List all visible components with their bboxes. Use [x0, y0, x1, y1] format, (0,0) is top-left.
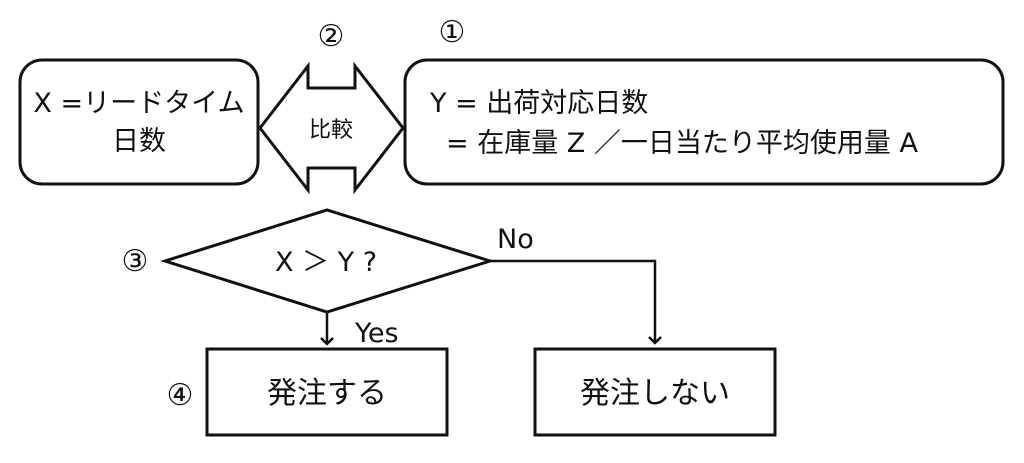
- box-no-order-label: 発注しない: [580, 376, 730, 411]
- box-x-line2: 日数: [112, 126, 166, 157]
- decision-label: X ＞ Y ?: [275, 247, 377, 278]
- box-y-line1: Y = 出荷対応日数: [429, 88, 648, 119]
- marker-2: ②: [318, 19, 345, 54]
- yes-label: Yes: [354, 318, 399, 349]
- box-order-label: 発注する: [267, 376, 387, 411]
- box-y-shape: [403, 58, 1005, 186]
- no-arrow: [490, 259, 662, 345]
- marker-1: ①: [439, 15, 466, 50]
- box-x-line1: X =リードタイム: [33, 88, 244, 119]
- no-label: No: [497, 224, 534, 255]
- marker-3: ③: [122, 244, 149, 279]
- box-no-order-shape: [533, 347, 777, 437]
- box-y-line2: = 在庫量 Z ／一日当たり平均使用量 A: [446, 128, 918, 159]
- marker-4: ④: [167, 378, 194, 413]
- box-x-shape: [18, 58, 260, 186]
- compare-arrow-shape: [258, 61, 405, 195]
- box-order-shape: [205, 347, 449, 437]
- compare-arrow-label: 比較: [309, 118, 353, 143]
